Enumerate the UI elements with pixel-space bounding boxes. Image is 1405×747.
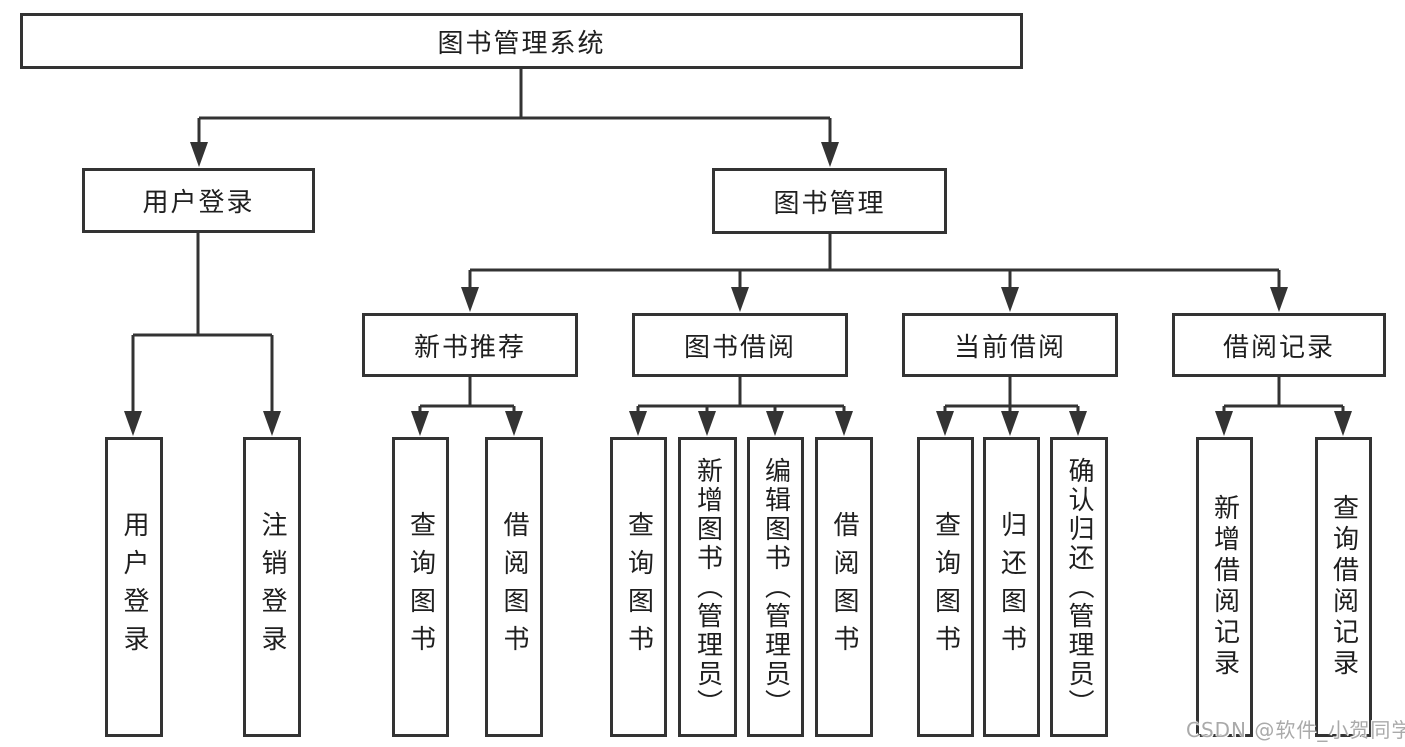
leaf-label: 用户登录 [119,511,149,663]
node-new-book-recommend: 新书推荐 [362,313,578,377]
csdn-watermark: CSDN @软件_小贺同学 [1186,718,1405,742]
leaf-label: 借阅图书 [829,511,859,663]
leaf-confirm-return-admin: 确认归还（管理员） [1050,437,1108,737]
node-label: 图书管理 [773,188,886,219]
leaf-logout: 注销登录 [243,437,301,737]
leaf-borrow-books-recommend: 借阅图书 [485,437,543,737]
leaf-add-book-admin: 新增图书（管理员） [678,437,737,737]
leaf-label: 新增借阅记录 [1209,494,1240,680]
node-current-borrow: 当前借阅 [902,313,1118,377]
node-borrow-records: 借阅记录 [1172,313,1386,377]
node-root-system: 图书管理系统 [20,13,1023,69]
connector-book-borrow-branch [636,377,846,413]
node-label: 用户登录 [142,188,255,218]
leaf-borrow-books: 借阅图书 [815,437,873,737]
leaf-label: 查询图书 [930,511,961,663]
leaf-user-login: 用户登录 [105,437,163,737]
leaf-label: 注销登录 [257,511,287,663]
connector-user-login-branch [131,233,274,413]
leaf-label: 查询图书 [405,511,436,663]
node-label: 新书推荐 [413,332,526,363]
connector-borrow-records-branch [1222,377,1345,413]
node-book-management: 图书管理 [712,168,947,234]
connector-current-borrow-branch [943,377,1080,413]
node-book-borrow: 图书借阅 [632,313,848,377]
leaf-label: 确认归还（管理员） [1064,456,1094,718]
leaf-query-borrow-record: 查询借阅记录 [1315,437,1372,737]
leaf-edit-book-admin: 编辑图书（管理员） [747,437,804,737]
leaf-label: 查询借阅记录 [1328,494,1359,680]
node-label: 借阅记录 [1222,332,1335,363]
leaf-add-borrow-record: 新增借阅记录 [1196,437,1253,737]
node-label: 图书借阅 [683,332,796,363]
connector-book-management-branch [468,234,1281,289]
leaf-query-books-recommend: 查询图书 [392,437,449,737]
leaf-label: 归还图书 [996,511,1027,663]
leaf-label: 新增图书（管理员） [692,456,723,718]
connector-new-book-branch [418,377,516,413]
leaf-label: 查询图书 [623,511,654,663]
connector-root-branch [197,69,832,144]
node-label: 图书管理系统 [437,28,606,59]
node-user-login: 用户登录 [82,168,315,233]
node-label: 当前借阅 [953,332,1066,363]
arrowheads [124,142,1352,436]
leaf-return-book: 归还图书 [983,437,1040,737]
leaf-label: 编辑图书（管理员） [760,456,791,718]
leaf-label: 借阅图书 [499,511,529,663]
leaf-query-books-current: 查询图书 [917,437,974,737]
leaf-query-books-borrow: 查询图书 [610,437,667,737]
